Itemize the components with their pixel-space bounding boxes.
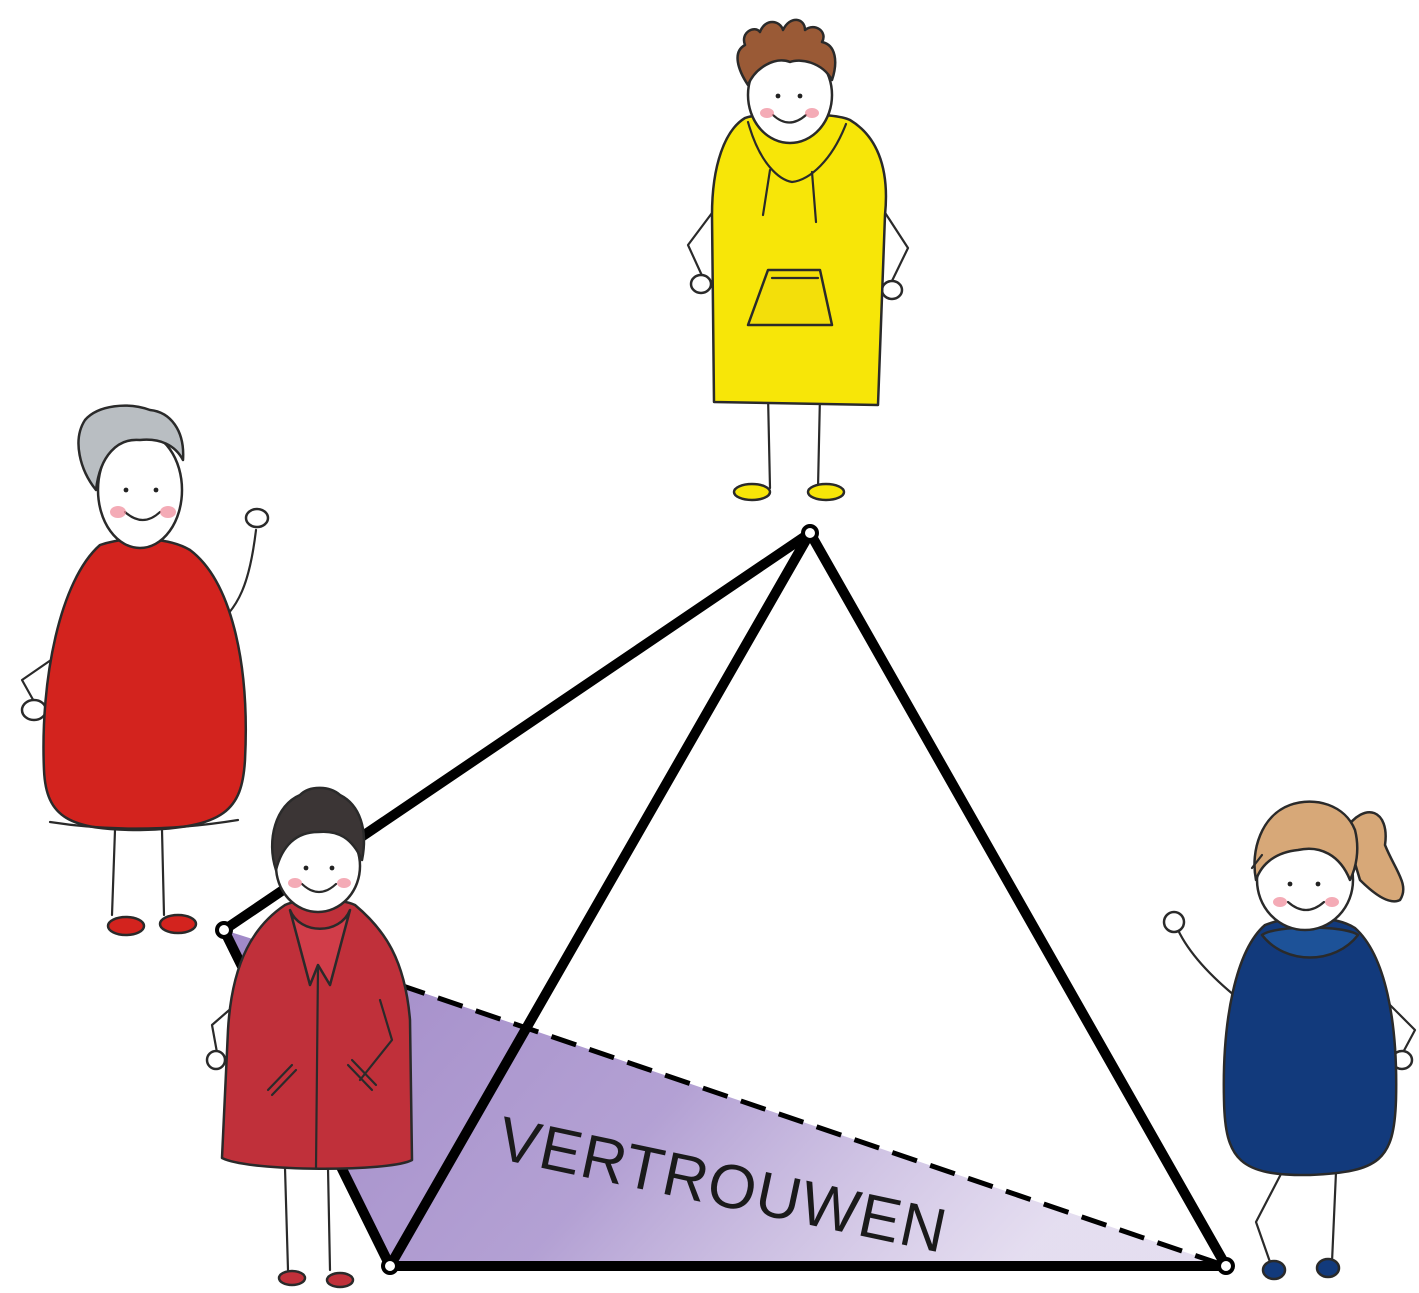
legs: [110, 828, 166, 917]
smile: [1286, 900, 1326, 912]
hand-right: [880, 279, 904, 301]
hand-raised: [244, 507, 270, 529]
ponytail: [1343, 811, 1405, 903]
arm-left: [686, 203, 720, 282]
eye-left: [775, 93, 781, 99]
eye-right: [329, 865, 335, 871]
edge-front-left: [385, 528, 815, 1271]
hand-raised: [1162, 910, 1186, 934]
shoe-left: [732, 482, 772, 502]
person-grey-hair-red-dress: [20, 404, 270, 937]
eye-right: [1315, 881, 1321, 887]
smile: [300, 882, 338, 894]
eye-left: [303, 865, 309, 871]
shoe-left: [277, 1269, 307, 1287]
hoodie: [710, 112, 888, 407]
cheek-right: [1325, 897, 1339, 907]
blue-dress: [1222, 916, 1398, 1177]
hand-left: [689, 273, 713, 295]
eye-left: [1287, 881, 1293, 887]
dress-hem: [48, 818, 240, 830]
vertex-front-right: [1217, 1257, 1235, 1275]
hand-left: [205, 1049, 227, 1071]
shoe-right: [158, 913, 198, 935]
eye-right: [153, 487, 159, 493]
cheek-left: [288, 878, 302, 888]
smile: [771, 113, 808, 124]
cheek-left: [110, 506, 126, 518]
shoe-right: [1315, 1257, 1341, 1279]
shoe-right: [325, 1271, 355, 1289]
hood-collar: [746, 120, 848, 184]
cheek-right: [805, 108, 819, 118]
legs: [766, 393, 822, 490]
dress-collar: [1260, 926, 1360, 959]
legs: [283, 1166, 332, 1272]
vertex-apex: [801, 524, 819, 542]
edge-hidden-dashed: [399, 982, 1227, 1269]
hand-left: [20, 698, 48, 722]
pyramid-vertices: [215, 524, 1235, 1275]
arm-right: [1383, 998, 1417, 1060]
arm-right: [878, 203, 910, 287]
shoe-left: [106, 915, 146, 937]
coat-collar: [288, 908, 352, 987]
person-red-coat: [205, 786, 414, 1289]
smile: [123, 510, 162, 522]
cheek-left: [1273, 897, 1287, 907]
hair-strand: [1250, 853, 1264, 870]
cheek-right: [160, 506, 176, 518]
coat-zipper: [314, 963, 320, 1170]
hair-grey: [77, 404, 185, 492]
arm-raised: [1176, 928, 1242, 1002]
vertex-back-left: [215, 921, 233, 939]
hair-brown: [736, 18, 837, 87]
shoe-right: [806, 482, 846, 502]
shoe-left: [1261, 1259, 1287, 1281]
red-dress: [42, 537, 247, 832]
coat-arm-right: [358, 998, 394, 1082]
hair-dark: [270, 786, 366, 872]
hair-blonde: [1253, 800, 1359, 882]
cheek-right: [337, 878, 351, 888]
vertex-front-left: [381, 1257, 399, 1275]
hood-strings: [761, 168, 818, 224]
edge-front-right: [805, 528, 1231, 1271]
eye-left: [123, 487, 129, 493]
legs: [1254, 1170, 1338, 1264]
person-blonde-blue-dress: [1162, 800, 1417, 1281]
coat-pocket-left: [266, 1063, 298, 1097]
person-yellow-hoodie: [686, 18, 910, 502]
hoodie-pocket: [746, 268, 834, 327]
eye-right: [797, 93, 803, 99]
coat-pocket-right: [346, 1058, 378, 1092]
cheek-left: [760, 108, 774, 118]
